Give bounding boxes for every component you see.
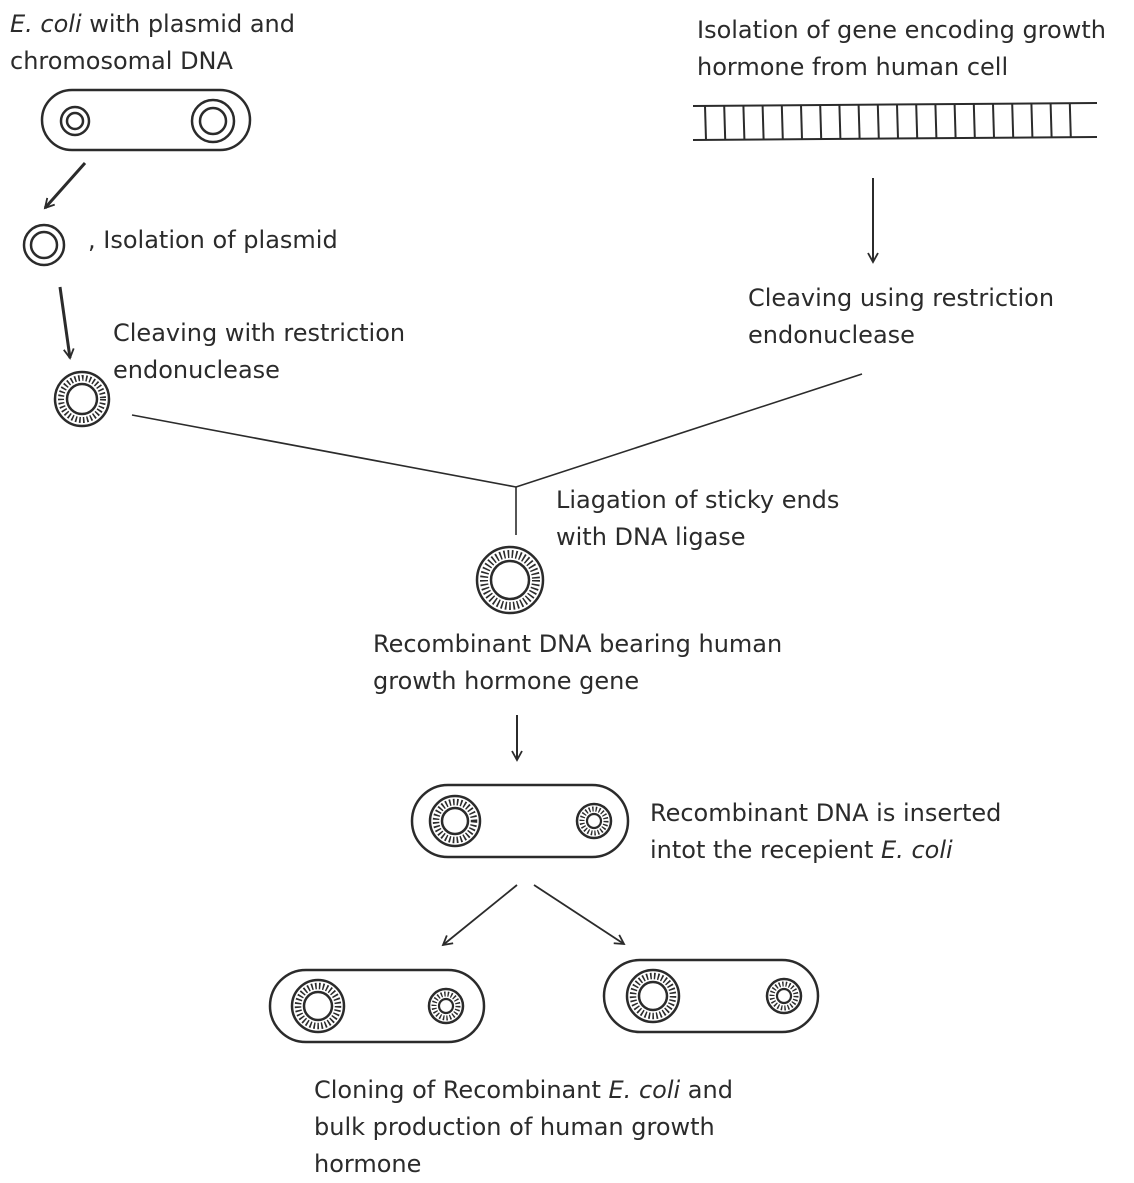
dna-rung <box>857 104 861 139</box>
label-ecoli-source-line2: chromosomal DNA <box>10 47 233 75</box>
label-ligation: Liagation of sticky ends with DNA ligase <box>556 482 839 556</box>
cleaved-plasmid <box>53 370 111 428</box>
label-cloning-line2: bulk production of human growth <box>314 1113 715 1141</box>
label-gene-isolation-line2: hormone from human cell <box>697 53 1009 81</box>
ligation-joining-lines <box>131 373 863 535</box>
dna-rung <box>780 105 784 140</box>
dna-rung <box>800 105 803 140</box>
dna-rung <box>838 104 842 139</box>
plasmid-small-ring <box>59 105 91 137</box>
label-cleave-plasmid: Cleaving with restriction endonuclease <box>113 315 405 389</box>
dna-rung <box>934 104 938 139</box>
dna-rung <box>1068 103 1072 138</box>
isolated-plasmid <box>22 223 66 267</box>
label-cleave-plasmid-line2: endonuclease <box>113 356 280 384</box>
label-plasmid-isolation-text: Isolation of plasmid <box>103 226 338 254</box>
dna-rung <box>819 105 823 140</box>
dna-rung <box>972 103 976 138</box>
label-ligation-line1: Liagation of sticky ends <box>556 486 840 514</box>
label-cloning: Cloning of Recombinant E. coli and bulk … <box>314 1072 733 1183</box>
label-cleave-gene-line2: endonuclease <box>748 321 915 349</box>
label-insertion-line1: Recombinant DNA is inserted <box>650 799 1002 827</box>
label-gene-isolation: Isolation of gene encoding growth hormon… <box>697 12 1106 86</box>
label-recombinant-dna-line2: growth hormone gene <box>373 667 640 695</box>
label-cloning-line3: hormone <box>314 1150 422 1178</box>
arrow-to-plasmid <box>43 162 87 210</box>
dna-rung <box>742 105 746 140</box>
label-gene-isolation-line1: Isolation of gene encoding growth <box>697 16 1106 44</box>
dna-rung <box>1011 103 1015 138</box>
human-gene-dna <box>692 102 1098 141</box>
label-cleave-gene-line1: Cleaving using restriction <box>748 284 1055 312</box>
label-cloning-line1-suffix: and <box>680 1076 733 1104</box>
dna-rung <box>953 104 957 139</box>
label-ecoli-source: E. coli with plasmid and chromosomal DNA <box>10 6 295 80</box>
dna-rung <box>1049 103 1053 138</box>
label-ecoli-source-rest: with plasmid and <box>81 10 295 38</box>
recombinant-plasmid <box>475 545 545 615</box>
label-insertion-line2-italic: E. coli <box>881 836 953 864</box>
label-ligation-line2: with DNA ligase <box>556 523 746 551</box>
label-cloning-line1-italic: E. coli <box>608 1076 681 1104</box>
clone-ecoli-right <box>602 958 820 1034</box>
dna-rung <box>704 105 707 140</box>
label-ecoli-source-italic: E. coli <box>10 10 82 38</box>
ecoli-cell-original <box>40 88 252 152</box>
arrow-to-cleaved-plasmid <box>58 286 75 360</box>
dna-rung <box>915 104 919 139</box>
dna-rung <box>896 104 899 139</box>
label-cleave-plasmid-line1: Cleaving with restriction <box>113 319 406 347</box>
dna-rung <box>876 104 880 139</box>
label-plasmid-isolation-mark: , <box>88 226 96 254</box>
chromosomal-dna-ring <box>190 98 236 144</box>
label-recombinant-dna-line1: Recombinant DNA bearing human <box>373 630 783 658</box>
recipient-ecoli-cell <box>410 783 630 859</box>
label-cloning-line1-prefix: Cloning of Recombinant <box>314 1076 609 1104</box>
label-insertion: Recombinant DNA is inserted intot the re… <box>650 795 1001 869</box>
label-plasmid-isolation: , Isolation of plasmid <box>88 222 338 259</box>
dna-rung <box>1030 103 1034 138</box>
dna-rung <box>761 105 765 140</box>
cloning-arrows <box>441 884 626 947</box>
label-insertion-line2-prefix: intot the recepient <box>650 836 882 864</box>
clone-ecoli-left <box>268 968 486 1044</box>
label-cleave-gene: Cleaving using restriction endonuclease <box>748 280 1054 354</box>
label-recombinant-dna: Recombinant DNA bearing human growth hor… <box>373 626 782 700</box>
dna-rung <box>723 105 727 140</box>
dna-rung <box>992 103 995 138</box>
